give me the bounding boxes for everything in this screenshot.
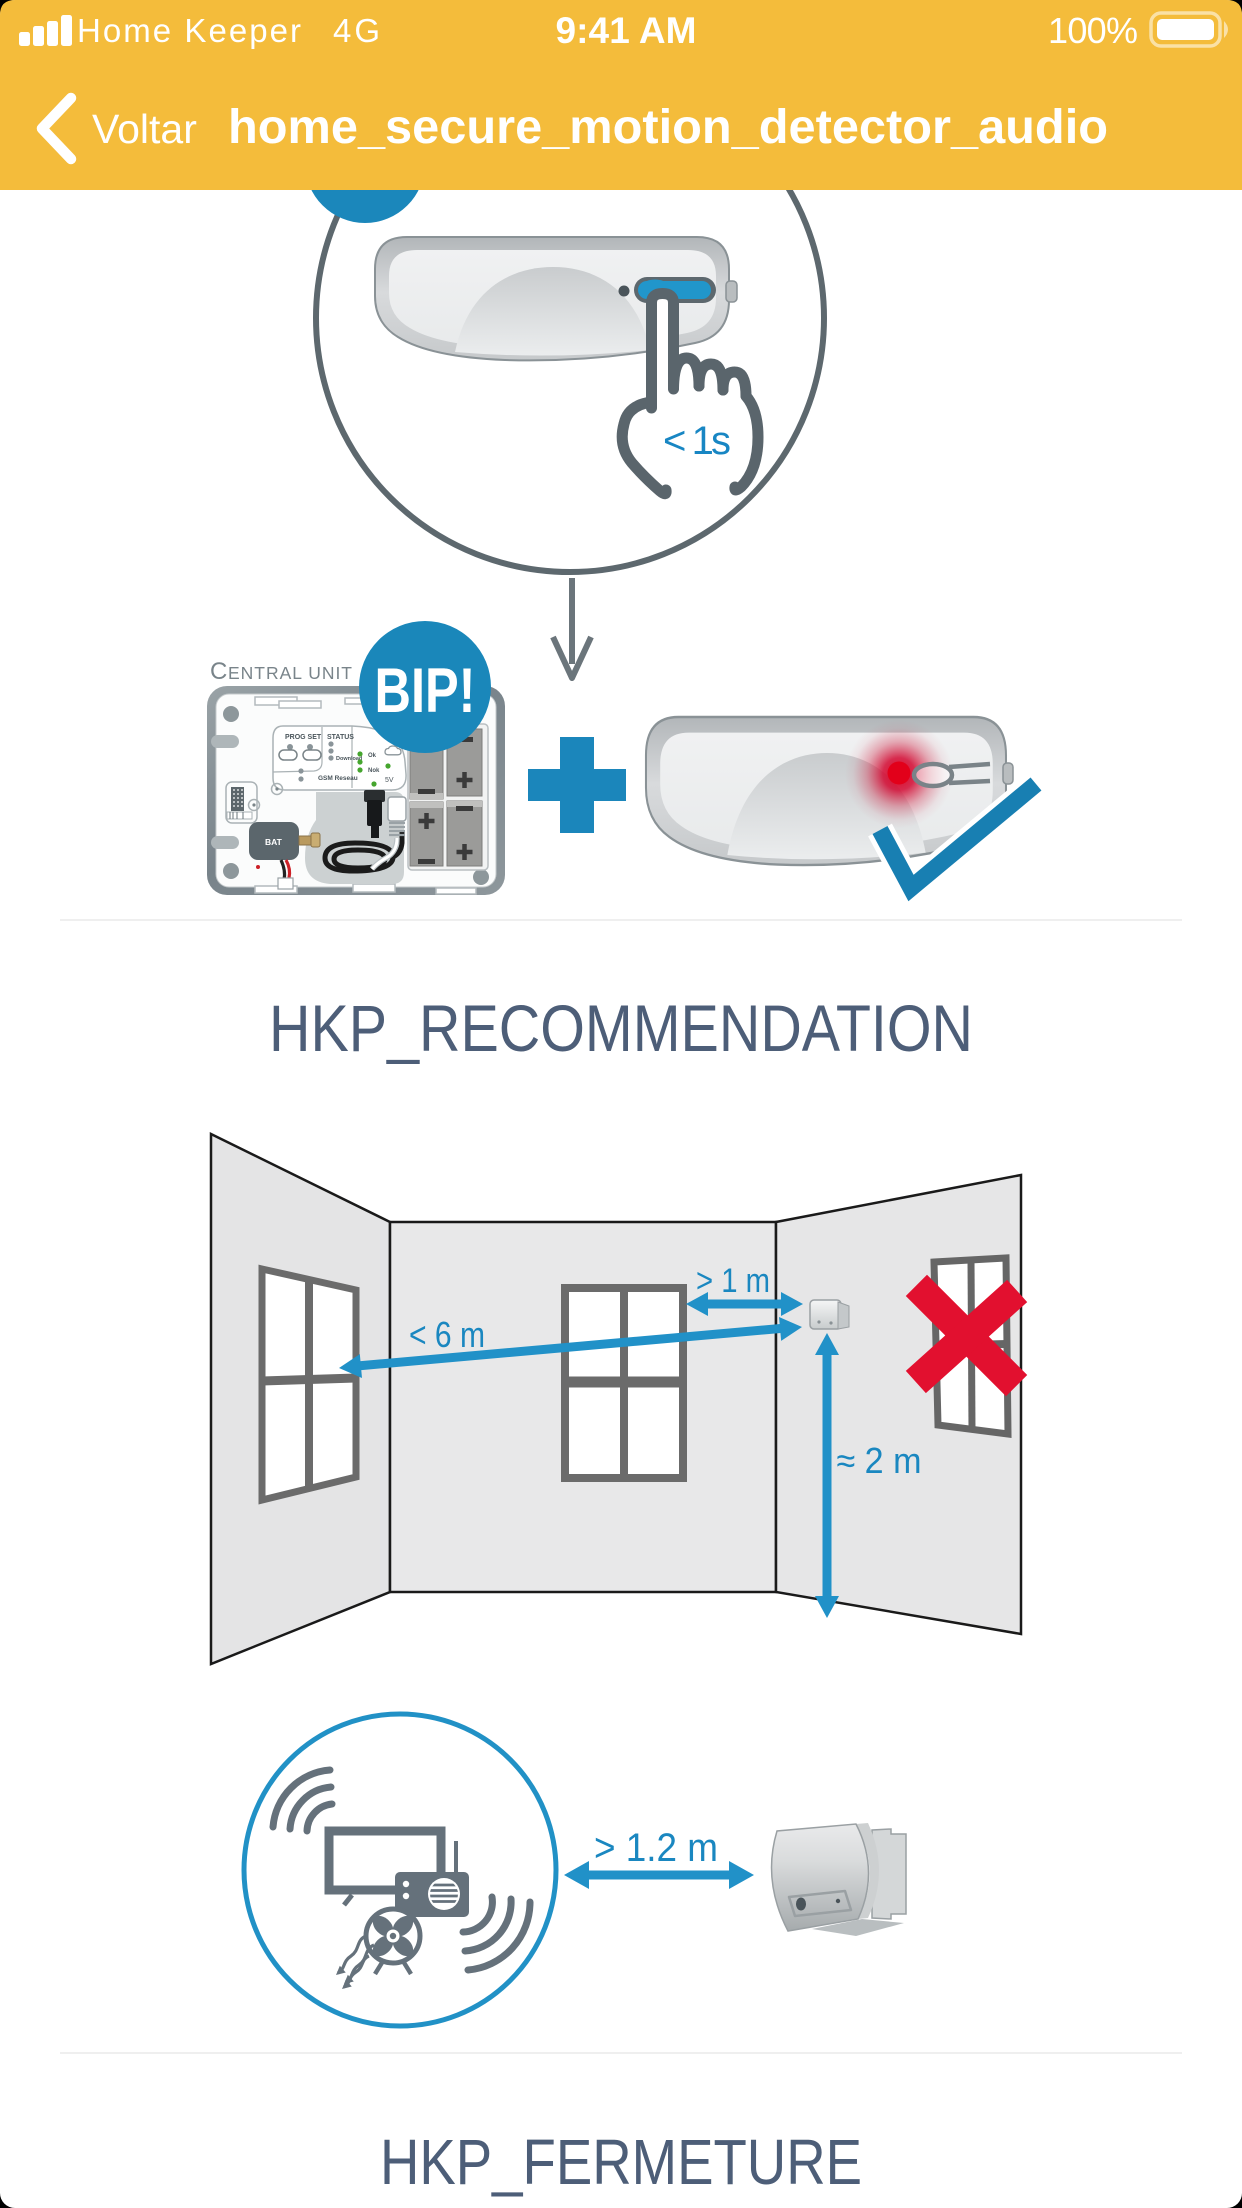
svg-text:4G: 4G (333, 12, 380, 49)
svg-text:Voltar: Voltar (92, 106, 197, 152)
svg-text:STATUS: STATUS (327, 734, 354, 741)
svg-text:C: C (210, 658, 227, 685)
svg-text:< 1s: < 1s (663, 419, 731, 463)
svg-text:9:41 AM: 9:41 AM (556, 10, 697, 51)
svg-text:GSM Reseau: GSM Reseau (318, 775, 358, 782)
svg-text:≈ 2 m: ≈ 2 m (837, 1440, 922, 1481)
svg-text:Home Keeper: Home Keeper (77, 12, 301, 49)
svg-text:HKP_RECOMMENDATION: HKP_RECOMMENDATION (269, 991, 973, 1065)
svg-text:100%: 100% (1048, 10, 1138, 51)
svg-text:PROG SET: PROG SET (285, 734, 322, 741)
svg-text:Download: Download (336, 756, 362, 762)
svg-text:Nok: Nok (368, 768, 380, 774)
svg-text:BIP!: BIP! (375, 656, 476, 726)
svg-text:BAT: BAT (265, 837, 283, 847)
svg-text:Ok: Ok (368, 753, 377, 759)
svg-text:< 6 m: < 6 m (409, 1314, 485, 1355)
svg-text:ENTRAL UNIT: ENTRAL UNIT (228, 663, 352, 683)
svg-text:5V: 5V (385, 777, 394, 784)
svg-text:HKP_FERMETURE: HKP_FERMETURE (380, 2126, 862, 2198)
svg-text:> 1.2 m: > 1.2 m (594, 1826, 718, 1870)
svg-text:> 1 m: > 1 m (696, 1262, 770, 1300)
svg-text:home_secure_motion_detector_au: home_secure_motion_detector_audio (228, 101, 1108, 154)
